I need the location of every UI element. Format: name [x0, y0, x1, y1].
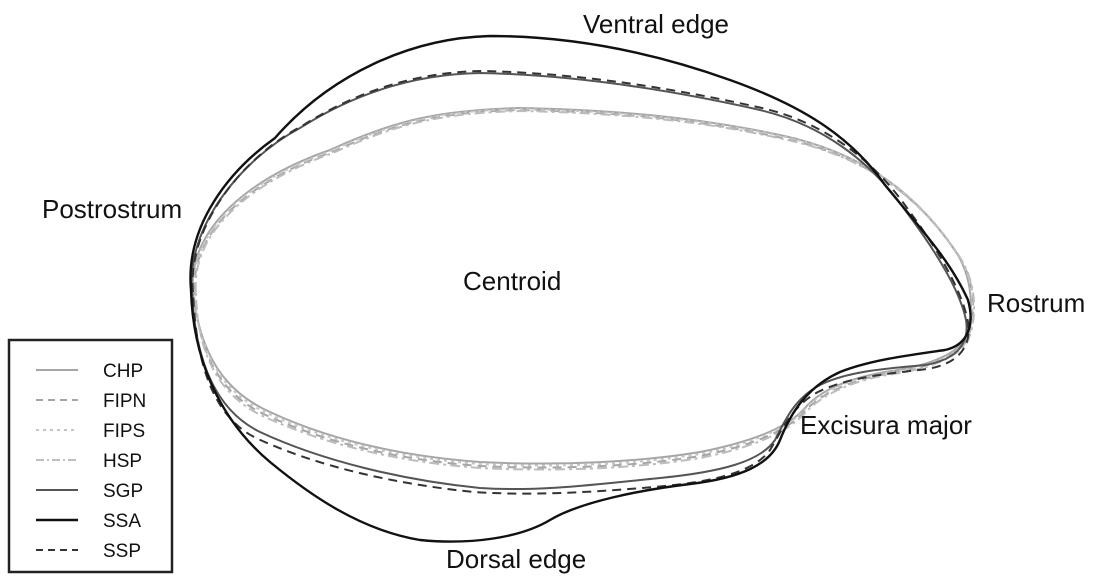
legend-label-ssa: SSA: [103, 511, 141, 532]
legend-label-ssp: SSP: [103, 541, 141, 562]
legend-label-chp: CHP: [103, 361, 143, 382]
label-ventral-edge: Ventral edge: [583, 9, 729, 39]
label-dorsal-edge: Dorsal edge: [446, 544, 586, 574]
legend: CHP FIPN FIPS HSP SGP SSA SSP: [9, 340, 172, 572]
label-postrostrum: Postrostrum: [42, 194, 182, 224]
outline-curves: [190, 36, 974, 542]
legend-label-fips: FIPS: [103, 421, 145, 442]
legend-label-sgp: SGP: [103, 481, 143, 502]
outline-ssa: [190, 36, 970, 542]
label-rostrum: Rostrum: [987, 288, 1085, 318]
label-centroid: Centroid: [463, 266, 561, 296]
label-excisura-major: Excisura major: [800, 410, 972, 440]
legend-label-fipn: FIPN: [103, 391, 146, 412]
diagram-labels: Ventral edge Postrostrum Centroid Rostru…: [42, 9, 1085, 574]
legend-box: [9, 340, 172, 572]
legend-label-hsp: HSP: [103, 451, 142, 472]
